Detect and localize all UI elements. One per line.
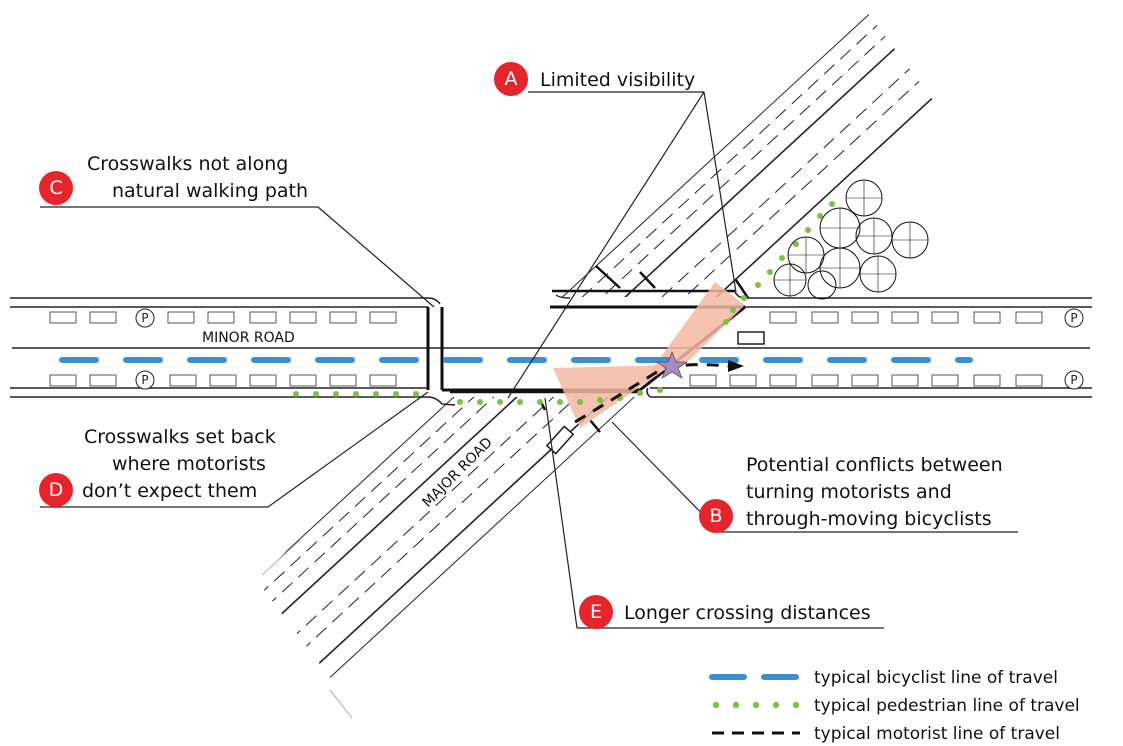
legend-item-bicyclist: typical bicyclist line of travel xyxy=(709,668,1058,688)
callout-b: B Potential conflicts between turning mo… xyxy=(699,454,1003,533)
minor-road-label: MINOR ROAD xyxy=(202,330,295,346)
parking-symbol-label: P xyxy=(1070,311,1077,325)
callout-text-b-line2: turning motorists and xyxy=(746,481,952,503)
conflict-zone-north xyxy=(650,282,745,372)
motorist-line xyxy=(574,360,744,424)
callout-letter-e: E xyxy=(590,601,602,623)
callout-text-c-line2: natural walking path xyxy=(112,180,308,202)
callout-d: D Crosswalks set back where motorists do… xyxy=(39,426,276,507)
tree-cluster xyxy=(773,179,929,300)
callout-text-c-line1: Crosswalks not along xyxy=(87,153,288,175)
conflict-zone-south xyxy=(553,365,672,428)
callout-c: C Crosswalks not along natural walking p… xyxy=(39,153,308,205)
moving-cars xyxy=(545,331,765,455)
callout-letter-c: C xyxy=(49,177,62,199)
callout-e: E Longer crossing distances xyxy=(579,595,871,629)
callout-text-d-line2: where motorists xyxy=(112,453,266,475)
callout-badge-a xyxy=(494,62,528,96)
callout-text-d-line1: Crosswalks set back xyxy=(84,426,276,448)
callout-badge-b xyxy=(699,499,733,533)
legend-label-motorist: typical motorist line of travel xyxy=(814,724,1060,744)
legend-item-pedestrian: typical pedestrian line of travel xyxy=(712,696,1080,716)
callout-letter-b: B xyxy=(709,505,722,527)
callout-badge-d xyxy=(39,473,73,507)
legend-label-pedestrian: typical pedestrian line of travel xyxy=(814,696,1080,716)
callout-text-b-line1: Potential conflicts between xyxy=(746,454,1003,476)
major-road-ghost-lines xyxy=(261,539,353,719)
parking-symbol-label: P xyxy=(1070,373,1077,387)
callout-text-d-line3: don’t expect them xyxy=(82,480,257,502)
callout-letter-d: D xyxy=(49,479,64,501)
callout-letter-a: A xyxy=(505,68,518,90)
callout-text-e-line1: Longer crossing distances xyxy=(624,602,871,624)
callout-badge-e xyxy=(579,595,613,629)
callout-text-b-line3: through-moving bicyclists xyxy=(746,508,992,530)
minor-road xyxy=(10,297,1092,398)
callout-a: A Limited visibility xyxy=(494,62,695,96)
parked-cars xyxy=(49,311,1043,387)
callout-text-a-line1: Limited visibility xyxy=(540,69,695,91)
major-road-label: MAJOR ROAD xyxy=(420,435,496,511)
conflict-zones xyxy=(553,282,745,428)
callout-badge-c xyxy=(39,171,73,205)
parking-symbols: P P P P xyxy=(135,308,1084,390)
legend-swatch-pedestrian xyxy=(712,701,800,709)
callout-leaders xyxy=(40,91,1018,629)
pedestrian-lines xyxy=(293,201,835,405)
parking-symbol-label: P xyxy=(141,311,148,325)
legend: typical bicyclist line of travel typical… xyxy=(709,668,1080,744)
parking-symbol-label: P xyxy=(141,373,148,387)
legend-label-bicyclist: typical bicyclist line of travel xyxy=(814,668,1058,688)
conflict-star xyxy=(655,350,689,379)
legend-item-motorist: typical motorist line of travel xyxy=(712,724,1060,744)
